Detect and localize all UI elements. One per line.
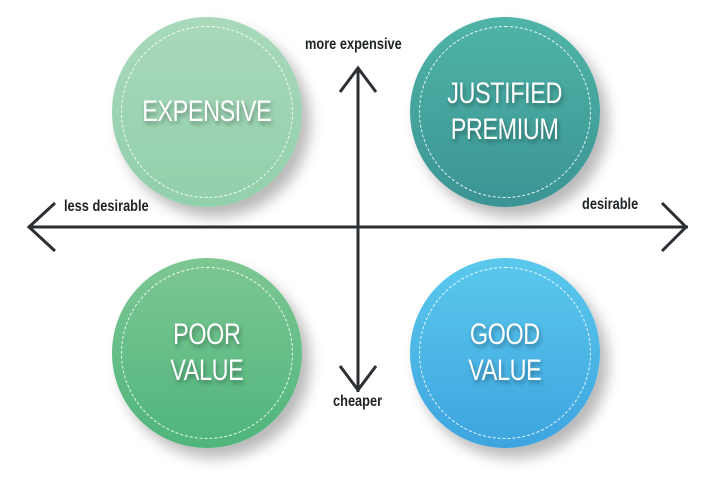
- dashed-ring: [121, 26, 293, 198]
- x-axis-right-label: desirable: [582, 196, 639, 213]
- dashed-ring: [121, 267, 293, 439]
- y-axis-bottom-label: cheaper: [333, 393, 383, 410]
- quadrant-justified-premium: JUSTIFIED PREMIUM: [410, 17, 600, 207]
- quadrant-poor-value: POOR VALUE: [112, 258, 302, 448]
- y-axis-top-label: more expensive: [305, 36, 402, 53]
- quadrant-good-value: GOOD VALUE: [410, 258, 600, 448]
- dashed-ring: [419, 26, 591, 198]
- x-axis-left-label: less desirable: [64, 198, 149, 215]
- arrow-down-icon: [338, 365, 378, 393]
- arrow-up-icon: [338, 65, 378, 93]
- dashed-ring: [419, 267, 591, 439]
- quadrant-label: GOOD VALUE: [468, 318, 542, 387]
- quadrant-label: JUSTIFIED PREMIUM: [447, 77, 563, 146]
- quadrant-label: EXPENSIVE: [142, 95, 272, 128]
- quadrant-label: POOR VALUE: [170, 318, 244, 387]
- quadrant-expensive: EXPENSIVE: [112, 17, 302, 207]
- arrow-right-icon: [660, 201, 689, 253]
- arrow-left-icon: [26, 201, 57, 253]
